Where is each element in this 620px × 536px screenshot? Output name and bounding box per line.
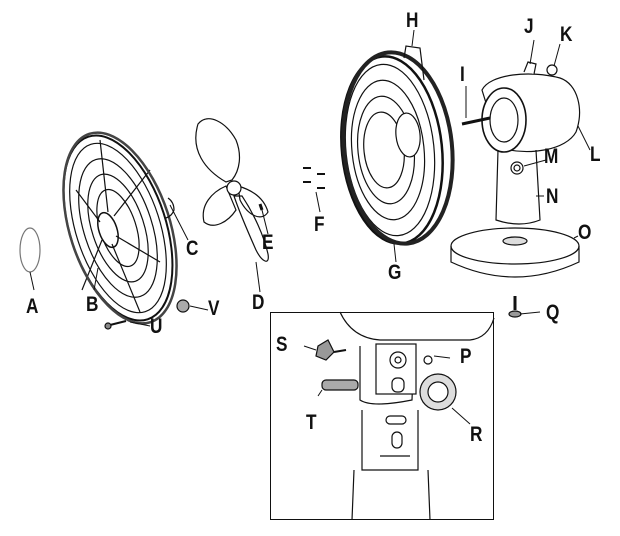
label-clamp-screw: U xyxy=(150,315,163,338)
label-tilt-spring: T xyxy=(306,411,317,434)
label-base-bolt: Q xyxy=(546,301,560,324)
label-pole: N xyxy=(546,185,559,208)
fan-blade-drawing xyxy=(195,118,269,262)
rear-grille-drawing xyxy=(340,45,455,246)
spinner-drawing xyxy=(165,197,175,219)
label-tilt-knob-detail: S xyxy=(276,333,288,356)
label-tilt-gear: R xyxy=(470,423,483,446)
leader-lines xyxy=(29,29,591,425)
label-carry-handle: H xyxy=(406,9,419,32)
base-drawing xyxy=(450,227,580,318)
label-oscillation-knob: J xyxy=(524,15,534,38)
label-base: O xyxy=(578,221,592,244)
detail-inset-frame xyxy=(270,312,494,520)
label-spinner-nut: C xyxy=(186,237,199,260)
inset-detail-drawing xyxy=(315,311,495,521)
grille-clip-drawing xyxy=(19,227,41,273)
label-blade-screw: E xyxy=(262,231,274,254)
label-front-grille: B xyxy=(86,293,99,316)
front-grille-drawing xyxy=(62,131,178,325)
label-grille-screws: F xyxy=(314,213,325,236)
label-tilt-knob: M xyxy=(544,145,559,168)
clamp-parts-drawing xyxy=(104,299,190,330)
label-fan-blade: D xyxy=(252,291,265,314)
grille-screws-drawing xyxy=(303,167,325,189)
label-speed-switch: K xyxy=(560,23,573,46)
label-motor-shaft: I xyxy=(460,63,465,86)
label-motor-housing: L xyxy=(590,143,601,166)
motor-housing-drawing xyxy=(461,61,581,225)
label-grille-clip: A xyxy=(26,295,39,318)
label-rear-grille: G xyxy=(388,261,402,284)
label-small-screw: P xyxy=(460,345,472,368)
label-clamp-nut: V xyxy=(208,297,220,320)
